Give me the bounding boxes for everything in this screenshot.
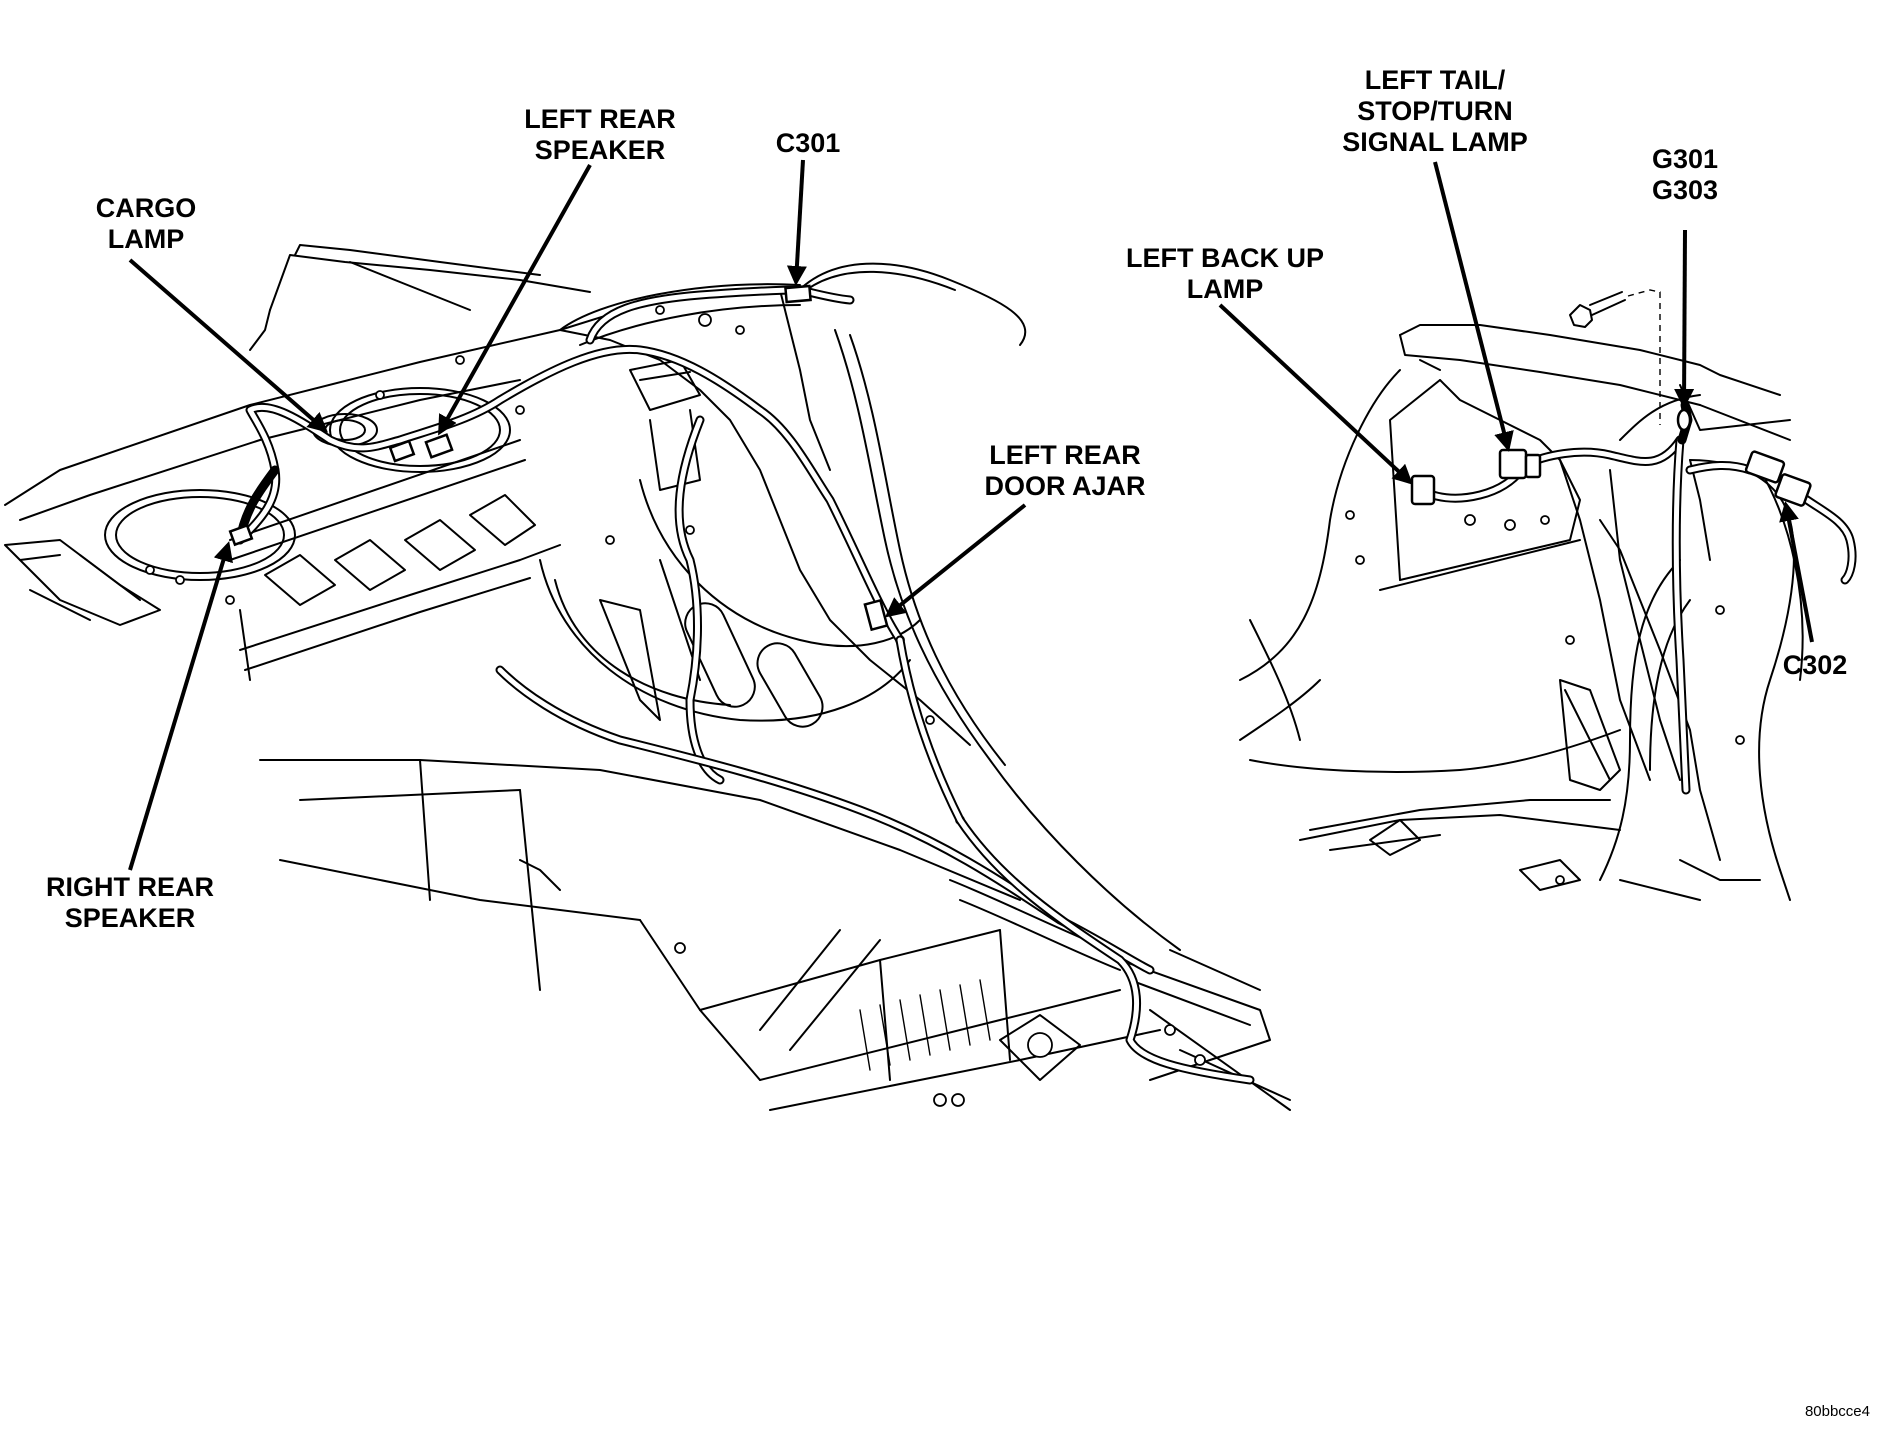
label-left-back-up-lamp: LEFT BACK UP LAMP bbox=[1110, 243, 1340, 305]
label-cargo-lamp-line1: CARGO bbox=[95, 193, 197, 223]
label-left-rear-speaker-line2: SPEAKER bbox=[534, 135, 666, 165]
leader-left-back-up-lamp bbox=[1218, 303, 1413, 485]
right-view-body bbox=[1239, 289, 1857, 901]
label-c301: C301 bbox=[758, 128, 858, 159]
leader-lines bbox=[128, 159, 1814, 871]
leader-c301 bbox=[786, 159, 807, 286]
leader-c302 bbox=[1779, 501, 1814, 643]
leader-left-rear-speaker bbox=[438, 164, 592, 436]
label-left-rear-door-ajar-line2: DOOR AJAR bbox=[984, 471, 1146, 501]
leader-cargo-lamp bbox=[128, 258, 329, 433]
label-c302: C302 bbox=[1765, 650, 1865, 681]
figure-id: 80bbcce4 bbox=[1804, 1403, 1870, 1420]
label-g303: G303 bbox=[1651, 175, 1719, 205]
label-right-rear-speaker: RIGHT REAR SPEAKER bbox=[30, 872, 230, 934]
left-view-body bbox=[4, 244, 1291, 1111]
leader-left-tail-stop-turn bbox=[1433, 161, 1514, 452]
label-left-tail-stop-turn-line2: STOP/TURN bbox=[1357, 96, 1513, 126]
label-left-rear-speaker-line1: LEFT REAR bbox=[524, 104, 676, 134]
label-g301-g303: G301 G303 bbox=[1635, 144, 1735, 206]
label-left-back-up-lamp-line1: LEFT BACK UP bbox=[1126, 243, 1324, 273]
label-cargo-lamp-line2: LAMP bbox=[107, 224, 185, 254]
label-left-rear-door-ajar-line1: LEFT REAR bbox=[989, 440, 1141, 470]
label-left-tail-stop-turn: LEFT TAIL/ STOP/TURN SIGNAL LAMP bbox=[1320, 65, 1550, 158]
label-cargo-lamp: CARGO LAMP bbox=[66, 193, 226, 255]
label-right-rear-speaker-line2: SPEAKER bbox=[64, 903, 196, 933]
label-c301-line1: C301 bbox=[775, 128, 841, 158]
leader-g301-g303 bbox=[1674, 229, 1695, 409]
label-right-rear-speaker-line1: RIGHT REAR bbox=[46, 872, 214, 902]
label-left-rear-speaker: LEFT REAR SPEAKER bbox=[500, 104, 700, 166]
label-left-tail-stop-turn-line3: SIGNAL LAMP bbox=[1342, 127, 1528, 157]
label-left-rear-door-ajar: LEFT REAR DOOR AJAR bbox=[965, 440, 1165, 502]
label-left-back-up-lamp-line2: LAMP bbox=[1186, 274, 1264, 304]
label-c302-line1: C302 bbox=[1782, 650, 1848, 680]
leader-right-rear-speaker bbox=[128, 541, 233, 871]
leader-left-rear-door-ajar bbox=[884, 503, 1027, 618]
label-g301: G301 bbox=[1651, 144, 1719, 174]
label-left-tail-stop-turn-line1: LEFT TAIL/ bbox=[1364, 65, 1506, 95]
